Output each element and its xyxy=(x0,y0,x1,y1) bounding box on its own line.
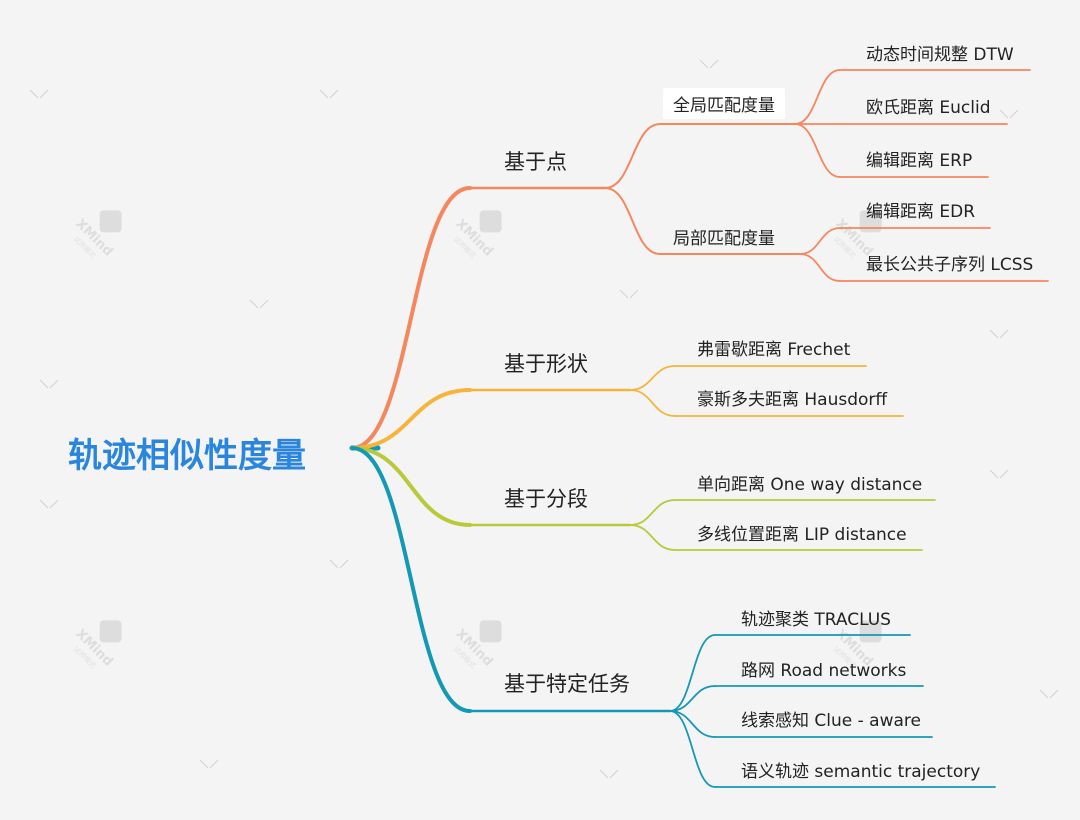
connector-task-leaf-1 xyxy=(669,685,716,712)
leaf-hausdorff[interactable]: 豪斯多夫距离 Hausdorff xyxy=(697,390,888,410)
connector-global-leaf-0 xyxy=(794,69,841,125)
background-tick xyxy=(599,769,619,779)
connector-task-leaf-3 xyxy=(669,710,716,788)
leaf-edr[interactable]: 编辑距离 EDR xyxy=(866,202,976,222)
root-topic[interactable]: 轨迹相似性度量 xyxy=(68,436,306,476)
connector-branch-4 xyxy=(350,446,472,713)
background-tick xyxy=(989,469,1009,479)
connector-global xyxy=(604,123,661,189)
background-tick xyxy=(989,329,1009,339)
xmind-logo-icon xyxy=(479,210,502,233)
leaf-euclid[interactable]: 欧氏距离 Euclid xyxy=(866,98,991,118)
xmind-logo-icon xyxy=(99,210,122,233)
mindmap-connectors xyxy=(349,69,1049,788)
connector-branch-2 xyxy=(350,388,472,450)
background-tick xyxy=(39,379,59,389)
connector-task-leaf-0 xyxy=(669,634,716,712)
subtopic-local-matching[interactable]: 局部匹配度量 xyxy=(673,229,775,249)
leaf-one-way-distance[interactable]: 单向距离 One way distance xyxy=(697,475,923,495)
leaf-clue-aware[interactable]: 线索感知 Clue - aware xyxy=(741,711,921,731)
connector-branch-3 xyxy=(350,446,472,527)
connector-local xyxy=(604,187,661,255)
background-tick xyxy=(619,289,639,299)
background-tick xyxy=(1039,689,1059,699)
connector-shape-leaf-0 xyxy=(629,365,676,391)
connector-branch-1 xyxy=(350,186,472,450)
xmind-logo-icon xyxy=(859,620,882,643)
leaf-traclus[interactable]: 轨迹聚类 TRACLUS xyxy=(741,610,891,630)
background-tick xyxy=(249,299,269,309)
background-tick xyxy=(319,89,339,99)
connector-segment-leaf-0 xyxy=(629,499,676,526)
background-tick xyxy=(999,109,1019,119)
branch-task-specific[interactable]: 基于特定任务 xyxy=(504,672,630,696)
leaf-frechet[interactable]: 弗雷歇距离 Frechet xyxy=(697,340,851,360)
xmind-logo-icon xyxy=(99,620,122,643)
connector-global-leaf-2 xyxy=(794,123,841,178)
connector-task-leaf-2 xyxy=(669,710,716,738)
xmind-logo-icon xyxy=(859,210,882,233)
connector-local-leaf-1 xyxy=(799,253,841,282)
branch-based-on-points[interactable]: 基于点 xyxy=(504,150,567,174)
leaf-road-networks[interactable]: 路网 Road networks xyxy=(741,661,907,681)
leaf-semantic-trajectory[interactable]: 语义轨迹 semantic trajectory xyxy=(741,762,981,782)
branch-based-on-shape[interactable]: 基于形状 xyxy=(504,352,588,376)
background-tick xyxy=(39,499,59,509)
background-tick xyxy=(29,89,49,99)
connector-local-leaf-0 xyxy=(799,227,841,255)
leaf-erp[interactable]: 编辑距离 ERP xyxy=(866,151,973,171)
leaf-lip-distance[interactable]: 多线位置距离 LIP distance xyxy=(697,525,907,545)
branch-based-on-segments[interactable]: 基于分段 xyxy=(504,487,588,511)
connector-segment-leaf-1 xyxy=(629,524,676,551)
connector-shape-leaf-1 xyxy=(629,389,676,417)
subtopic-global-matching[interactable]: 全局匹配度量 xyxy=(663,88,785,119)
background-tick xyxy=(329,559,349,569)
background-tick xyxy=(699,59,719,69)
xmind-logo-icon xyxy=(479,620,502,643)
leaf-dtw[interactable]: 动态时间规整 DTW xyxy=(866,45,1014,65)
background-tick xyxy=(199,759,219,769)
leaf-lcss[interactable]: 最长公共子序列 LCSS xyxy=(866,255,1034,275)
